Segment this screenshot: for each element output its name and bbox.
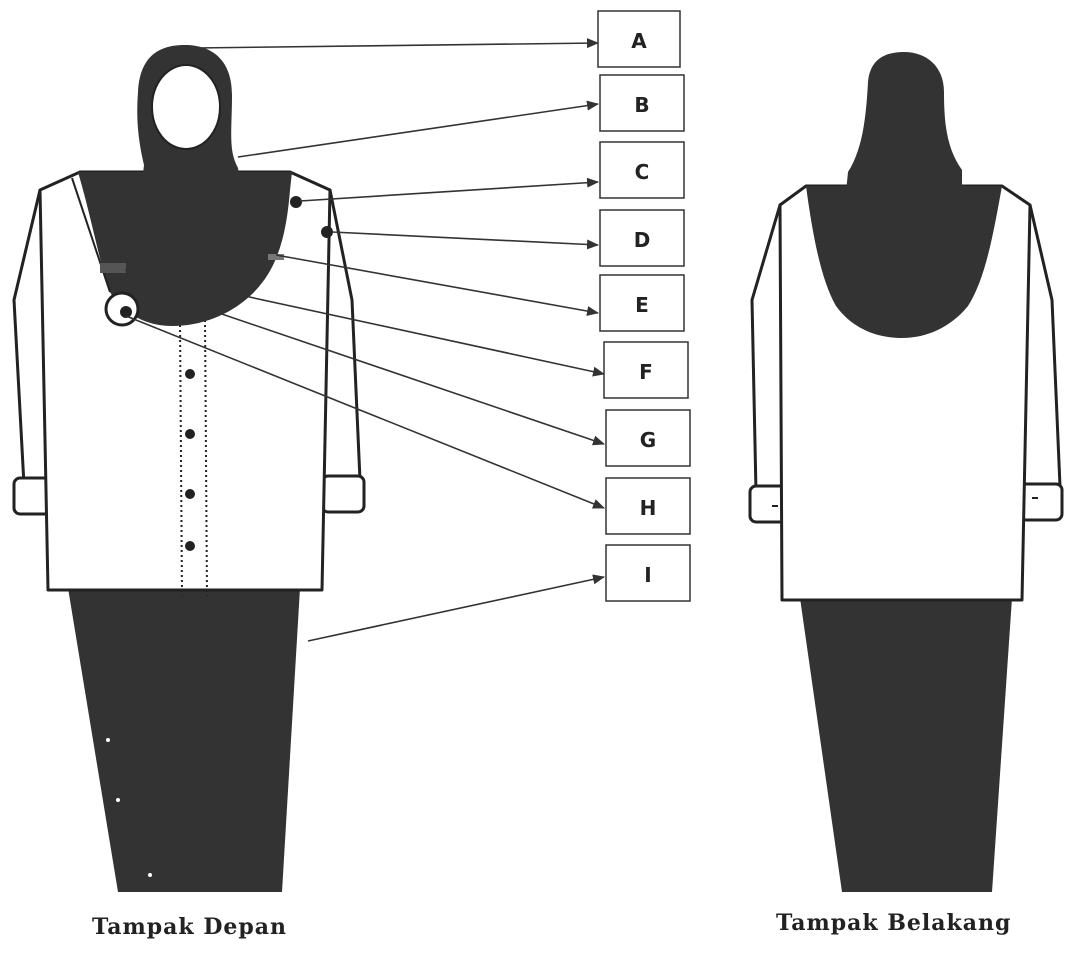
back-hood [846,52,962,192]
front-shoulder-button-2 [321,226,333,238]
label-box-a: A [598,11,680,67]
back-skirt [800,598,1012,892]
front-placket-button-3 [185,489,195,499]
front-shoulder-button-1 [290,196,302,208]
front-ribbon-bar [100,263,126,273]
arrow-a [194,43,598,48]
label-b-text: B [634,93,649,117]
label-box-h: H [606,478,690,534]
front-placket-button-1 [185,369,195,379]
label-box-b: B [600,75,684,131]
front-view-figure [14,45,364,892]
label-box-e: E [600,275,684,331]
label-f-text: F [639,360,653,384]
front-placket-button-2 [185,429,195,439]
back-view-caption: Tampak Belakang [776,910,1011,936]
label-box-c: C [600,142,684,198]
arrow-b [238,104,598,157]
label-box-i: I [606,545,690,601]
back-view-figure [750,52,1062,892]
front-skirt [68,588,300,892]
arrow-c [300,182,598,201]
front-placket-button-4 [185,541,195,551]
front-right-cuff [322,476,364,512]
label-boxes: A B C D E F G H [598,11,690,601]
front-face [152,65,220,149]
arrow-d [332,232,598,245]
label-a-text: A [631,29,647,53]
label-box-f: F [604,342,688,398]
label-box-g: G [606,410,690,466]
back-right-cuff [1020,484,1062,520]
label-g-text: G [640,428,656,452]
label-i-text: I [644,563,651,587]
label-box-d: D [600,210,684,266]
label-d-text: D [634,228,651,252]
front-view-caption: Tampak Depan [92,914,287,940]
label-h-text: H [640,496,657,520]
arrow-i [308,577,604,641]
label-c-text: C [635,160,650,184]
label-e-text: E [635,293,649,317]
